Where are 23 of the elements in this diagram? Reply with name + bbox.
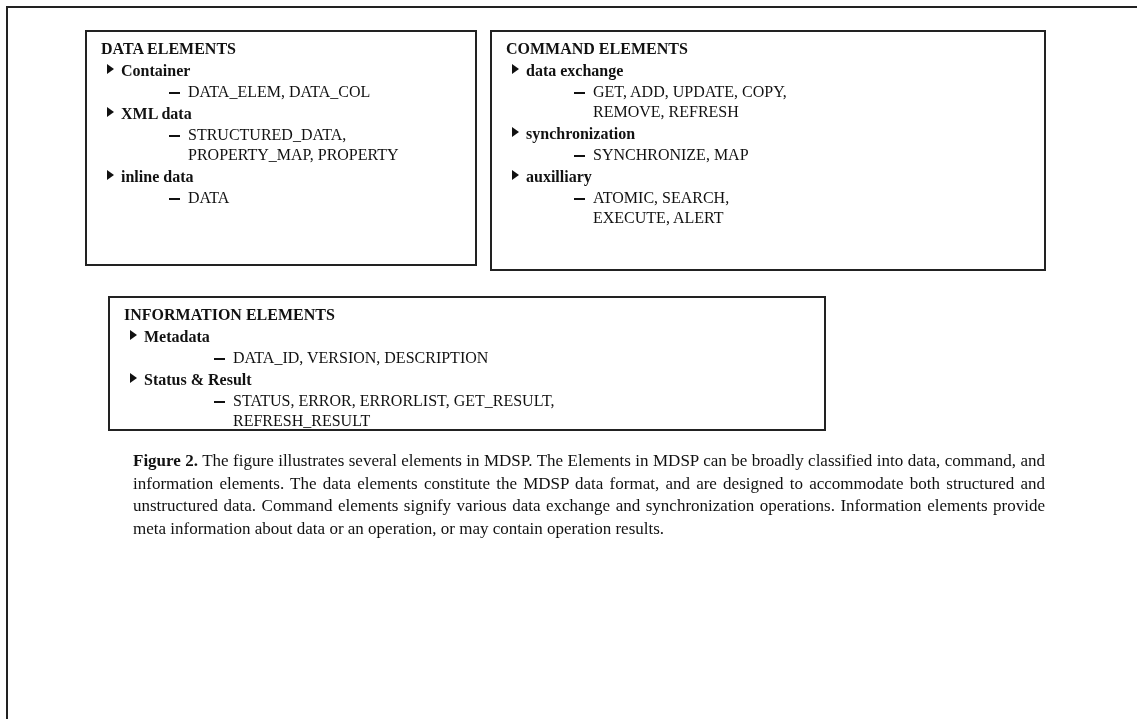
element-list: STATUS, ERROR, ERRORLIST, GET_RESULT, REFRESH_RESULT [233, 391, 693, 431]
element-list: GET, ADD, UPDATE, COPY, REMOVE, REFRESH [593, 82, 803, 122]
element-list: SYNCHRONIZE, MAP [593, 145, 823, 165]
category-box [85, 30, 477, 266]
category-label: Status & Result [144, 371, 252, 389]
box-heading: DATA ELEMENTS [101, 40, 237, 58]
category-label: Metadata [144, 328, 210, 346]
element-list: ATOMIC, SEARCH, EXECUTE, ALERT [593, 188, 773, 228]
category-label: XML data [121, 105, 192, 123]
category-label: data exchange [526, 62, 624, 80]
element-list: STRUCTURED_DATA, PROPERTY_MAP, PROPERTY [188, 125, 448, 165]
figure-caption: Figure 2. The figure illustrates several elements in MDSP. The Elements in MDSP can be broadly classified into data, command, and information elements. The data elements constitute the MDSP data format, and are designed to accommodate both structured and unstructured data. Command elements signify various data exchange and synchronization operations. Information elements provide meta information about data or an operation, or may contain operation results. [133, 450, 1045, 540]
box-heading: INFORMATION ELEMENTS [124, 306, 336, 324]
category-box [490, 30, 1046, 271]
category-label: auxilliary [526, 168, 592, 186]
category-label: inline data [121, 168, 194, 186]
category-label: Container [121, 62, 191, 80]
element-list: DATA_ELEM, DATA_COL [188, 82, 418, 102]
category-label: synchronization [526, 125, 636, 143]
box-heading: COMMAND ELEMENTS [506, 40, 689, 58]
element-list: DATA_ID, VERSION, DESCRIPTION [233, 348, 633, 368]
category-box [108, 296, 826, 431]
element-list: DATA [188, 188, 388, 208]
